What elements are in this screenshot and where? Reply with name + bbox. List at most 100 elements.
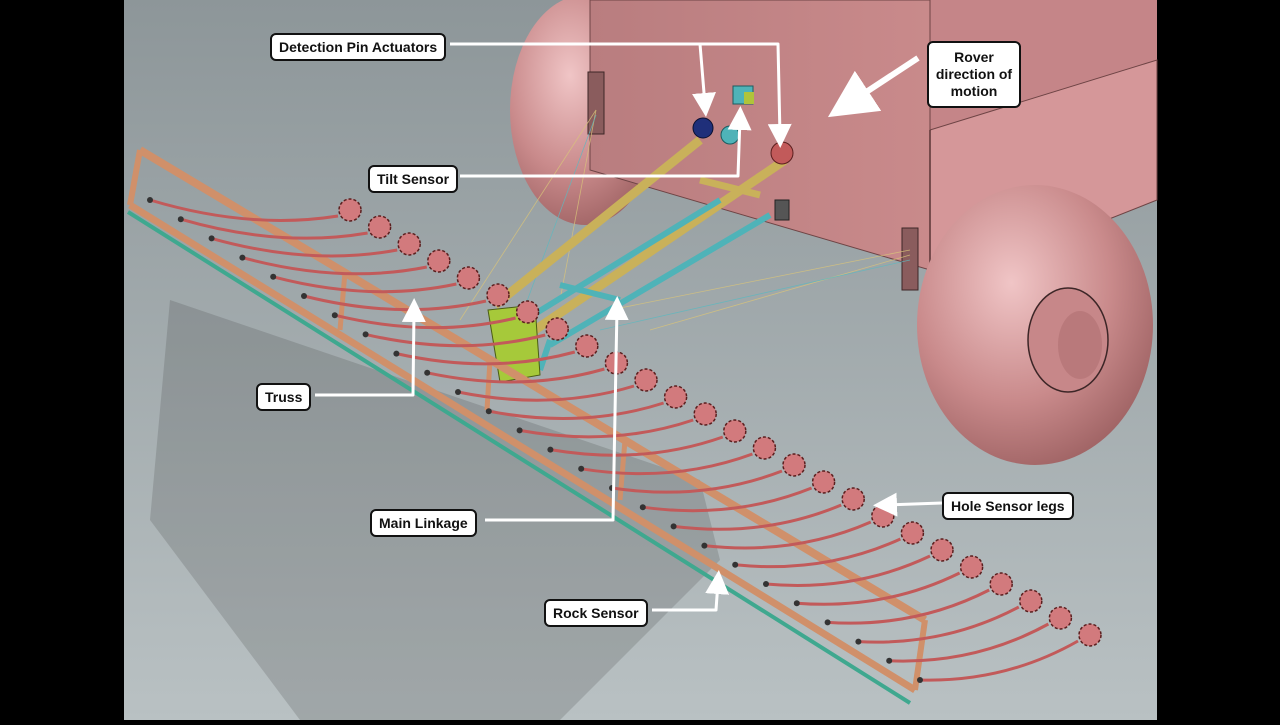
rock-sensor-node xyxy=(547,446,554,453)
hole-sensor-wheel xyxy=(486,283,510,307)
hole-sensor-wheel xyxy=(1048,606,1073,630)
sensor-leg xyxy=(796,571,961,606)
leader-detection-2 xyxy=(450,42,792,148)
rock-sensor-node xyxy=(270,273,277,280)
sensor-leg xyxy=(704,520,872,550)
rock-sensor-node xyxy=(424,369,431,376)
hole-sensor-wheel xyxy=(456,266,481,290)
leader-main-linkage xyxy=(485,296,629,522)
rock-sensor-node xyxy=(516,427,523,434)
rock-sensor-node xyxy=(578,465,585,472)
hole-sensor-wheel xyxy=(752,436,777,460)
leader-hole-sensor xyxy=(873,492,943,517)
sensor-leg xyxy=(211,236,398,258)
rock-sensor-node xyxy=(639,504,646,511)
front-wheel xyxy=(917,185,1153,465)
rock-sensor-node xyxy=(886,657,893,664)
rock-sensor-bar xyxy=(126,210,912,705)
hole-sensor-wheel xyxy=(634,368,658,392)
sensor-leg xyxy=(272,275,457,294)
rock-sensor-node xyxy=(362,331,369,338)
rock-sensor-node xyxy=(177,216,184,223)
rock-sensor-node xyxy=(917,677,923,683)
rock-sensor-node xyxy=(239,254,246,261)
label-truss: Truss xyxy=(256,383,312,411)
hole-sensor-wheel xyxy=(663,385,688,409)
rock-sensor-node xyxy=(485,408,492,415)
sensor-leg xyxy=(334,313,516,330)
label-tilt-sensor: Tilt Sensor xyxy=(368,165,459,193)
label-rock-sensor: Rock Sensor xyxy=(544,599,648,627)
rock-sensor-node xyxy=(855,638,862,645)
rock-sensor-node xyxy=(147,197,153,203)
hole-sensor-wheel xyxy=(1078,623,1102,647)
rock-sensor-node xyxy=(208,235,215,242)
hole-sensor-wheel xyxy=(959,555,984,579)
hole-sensor-wheel xyxy=(900,521,925,545)
sensor-leg xyxy=(735,537,902,569)
direction-arrow xyxy=(827,55,920,118)
sensor-leg xyxy=(180,217,368,240)
sensor-leg xyxy=(889,622,1050,663)
rock-sensor-node xyxy=(824,619,831,626)
hole-sensor-wheel xyxy=(427,249,451,273)
hole-sensor-wheel xyxy=(1019,589,1043,613)
rock-sensor-node xyxy=(331,312,338,319)
rock-sensor-node xyxy=(455,389,461,395)
leader-detection-1 xyxy=(450,42,716,117)
hole-sensor-wheel xyxy=(930,538,954,562)
sensor-leg xyxy=(550,435,724,457)
sensor-leg xyxy=(673,503,842,531)
label-rover-direction: Rover direction of motion xyxy=(927,41,1021,108)
rock-sensor-node xyxy=(793,600,800,607)
mount-bracket-right xyxy=(901,227,919,291)
hole-sensor-wheel xyxy=(575,334,599,358)
sensor-leg xyxy=(242,256,428,276)
leader-rock-sensor xyxy=(652,570,730,612)
hole-sensor-wheel xyxy=(515,300,540,324)
leader-truss xyxy=(315,298,426,397)
hole-sensor-wheel xyxy=(782,453,806,477)
rock-sensor-node xyxy=(763,581,769,587)
leader-tilt xyxy=(460,106,752,178)
hole-sensor-wheel xyxy=(367,215,392,239)
sensor-leg xyxy=(303,294,487,312)
sensor-leg xyxy=(426,367,605,384)
sensor-leg xyxy=(149,198,339,222)
rock-sensor-node xyxy=(670,523,677,530)
hole-sensor-wheel xyxy=(811,470,836,494)
hole-sensor-wheel xyxy=(545,317,569,341)
hole-sensor-wheel xyxy=(397,232,421,256)
sensor-leg xyxy=(519,418,694,439)
sensor-leg xyxy=(765,554,931,587)
rock-sensor-node xyxy=(393,350,400,357)
sensor-leg xyxy=(858,605,1020,644)
sensor-leg xyxy=(611,469,783,494)
sensor-leg xyxy=(365,332,546,348)
sensor-leg xyxy=(396,350,576,366)
hole-sensor-wheel xyxy=(989,572,1013,596)
rock-sensor-node xyxy=(701,542,708,549)
tether-cables xyxy=(459,109,911,331)
right-border xyxy=(1157,0,1280,720)
sensor-leg xyxy=(827,588,990,625)
sensor-leg xyxy=(580,452,753,476)
tether-cables-cyan xyxy=(519,114,911,331)
left-border xyxy=(0,0,124,720)
rock-sensor-node xyxy=(301,293,307,299)
hole-sensor-wheel xyxy=(338,198,362,222)
mount-bracket-left xyxy=(587,71,605,135)
label-hole-sensor-legs: Hole Sensor legs xyxy=(942,492,1074,520)
sensor-leg xyxy=(642,486,813,513)
rock-sensor-node xyxy=(732,561,739,568)
sensor-leg xyxy=(919,639,1079,682)
hole-sensor-wheel xyxy=(723,419,747,443)
actuator-assembly xyxy=(692,85,794,221)
hole-sensor-wheel xyxy=(693,402,717,426)
hole-sensor-wheel xyxy=(841,487,865,511)
label-main-linkage: Main Linkage xyxy=(370,509,477,537)
sensor-leg xyxy=(488,401,665,420)
label-detection-pin-actuators: Detection Pin Actuators xyxy=(270,33,447,61)
